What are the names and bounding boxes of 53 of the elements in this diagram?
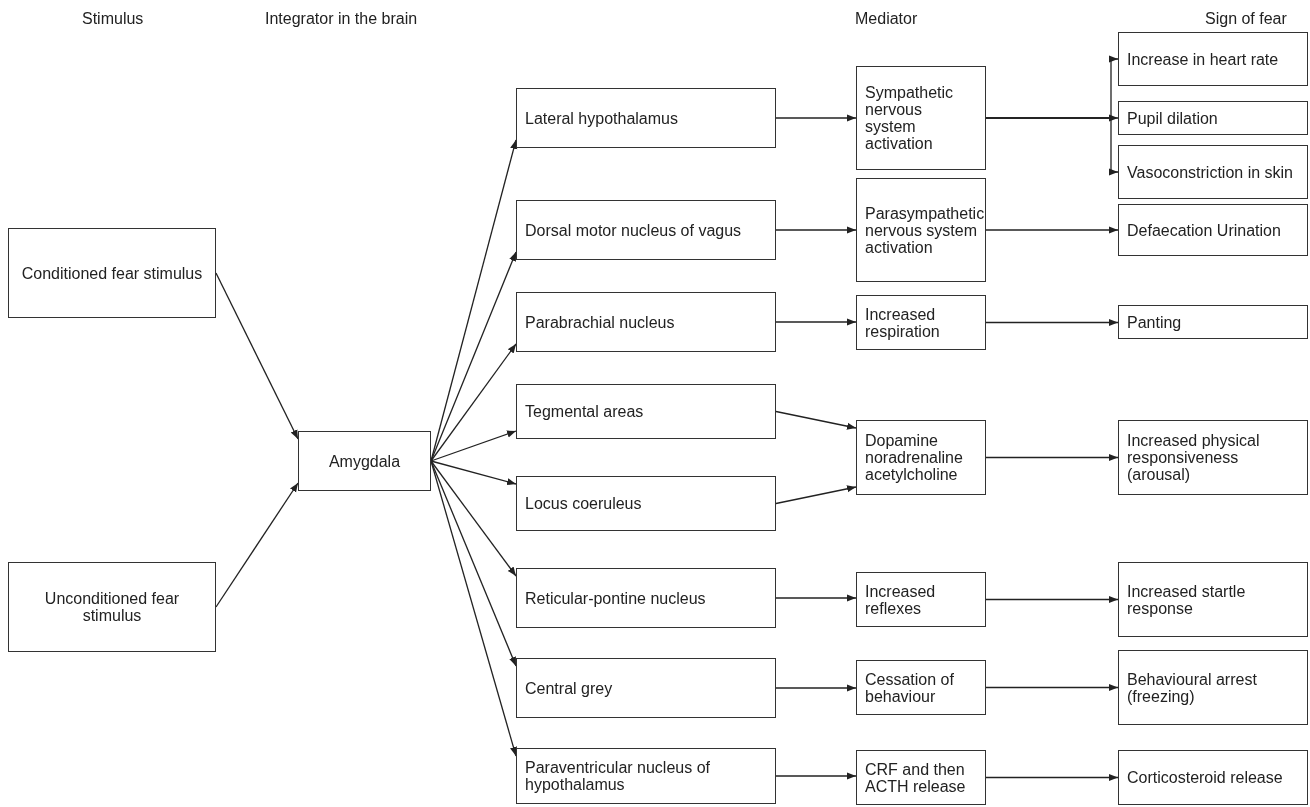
process-box: Cessation of behaviour bbox=[856, 660, 986, 715]
arrow bbox=[985, 595, 1119, 604]
arrow bbox=[775, 318, 857, 326]
process-box: Dorsal motor nucleus of vagus bbox=[516, 200, 776, 260]
arrow bbox=[985, 318, 1119, 327]
arrow bbox=[430, 460, 517, 577]
arrow bbox=[775, 684, 857, 692]
process-box: Increase in heart rate bbox=[1118, 32, 1308, 86]
arrow bbox=[985, 226, 1119, 234]
process-box: Increased physical responsiveness (arousal) bbox=[1118, 420, 1308, 495]
process-box: Panting bbox=[1118, 305, 1308, 339]
arrow bbox=[775, 410, 857, 430]
arrow bbox=[775, 772, 857, 780]
process-box: Behavioural arrest (freezing) bbox=[1118, 650, 1308, 725]
arrow bbox=[985, 683, 1119, 692]
arrow bbox=[430, 251, 517, 462]
process-box: Reticular-pontine nucleus bbox=[516, 568, 776, 628]
process-box: Locus coeruleus bbox=[516, 476, 776, 531]
process-box: Increased respiration bbox=[856, 295, 986, 350]
arrow bbox=[775, 114, 857, 122]
arrow bbox=[430, 343, 517, 462]
process-box: Lateral hypothalamus bbox=[516, 88, 776, 148]
arrow bbox=[215, 482, 299, 608]
arrow bbox=[430, 430, 517, 462]
process-box: Pupil dilation bbox=[1118, 101, 1308, 135]
process-box: Amygdala bbox=[298, 431, 431, 491]
arrow bbox=[985, 117, 1119, 176]
process-box: Corticosteroid release bbox=[1118, 750, 1308, 805]
arrow bbox=[775, 226, 857, 234]
process-box: Increased startle response bbox=[1118, 562, 1308, 637]
process-box: Paraventricular nucleus of hypothalamus bbox=[516, 748, 776, 804]
process-box: Sympathetic nervous system activation bbox=[856, 66, 986, 170]
arrow bbox=[430, 460, 517, 667]
column-heading: Mediator bbox=[855, 10, 918, 28]
column-heading: Integrator in the brain bbox=[265, 10, 418, 28]
process-box: Unconditioned fear stimulus bbox=[8, 562, 216, 652]
arrow bbox=[775, 594, 857, 602]
process-box: Increased reflexes bbox=[856, 572, 986, 627]
process-box: Parasympathetic nervous system activation bbox=[856, 178, 986, 282]
process-box: Dopamine noradrenaline acetylcholine bbox=[856, 420, 986, 495]
process-box: CRF and then ACTH release bbox=[856, 750, 986, 805]
process-box: Central grey bbox=[516, 658, 776, 718]
arrow bbox=[775, 485, 857, 505]
arrow bbox=[215, 272, 299, 440]
process-box: Defaecation Urination bbox=[1118, 204, 1308, 256]
arrow bbox=[430, 460, 517, 486]
process-box: Tegmental areas bbox=[516, 384, 776, 439]
column-heading: Stimulus bbox=[82, 10, 144, 28]
process-box: Vasoconstriction in skin bbox=[1118, 145, 1308, 199]
arrow bbox=[985, 453, 1119, 462]
arrow bbox=[985, 773, 1119, 782]
process-box: Parabrachial nucleus bbox=[516, 292, 776, 352]
process-box: Conditioned fear stimulus bbox=[8, 228, 216, 318]
